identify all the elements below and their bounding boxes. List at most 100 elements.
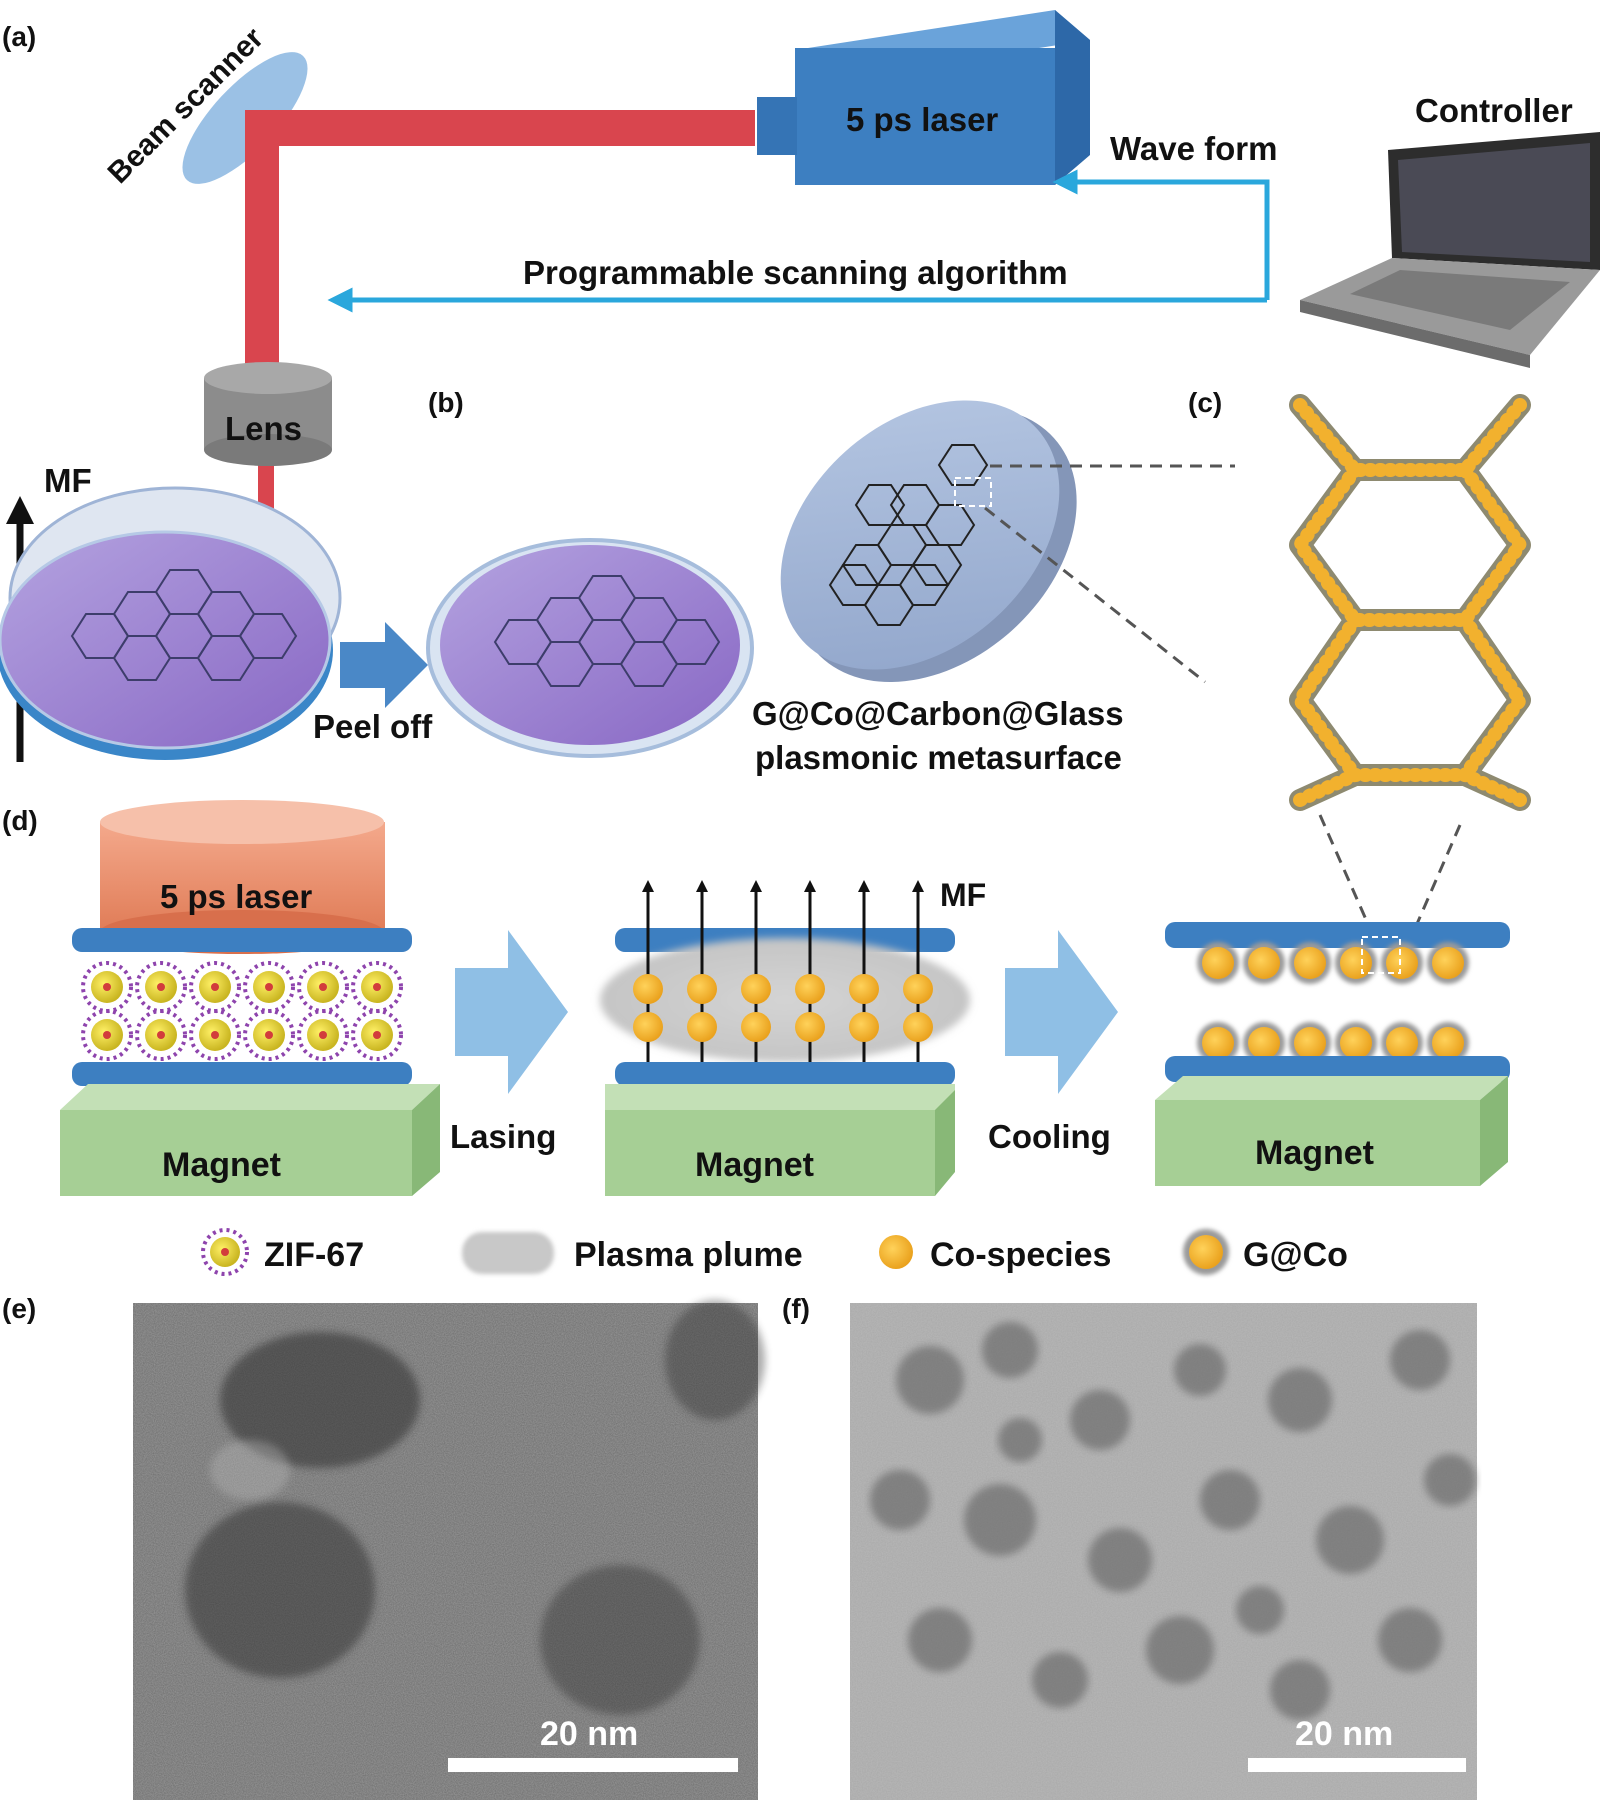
panel-label-b: (b) <box>428 387 464 418</box>
glass-metasurface <box>780 400 1077 682</box>
zoom-box-d <box>1361 936 1401 974</box>
g-co-particle <box>1243 1022 1285 1064</box>
particle-honeycomb <box>1289 394 1531 811</box>
panel-label-d: (d) <box>2 805 38 836</box>
peeled-film <box>426 538 754 758</box>
scale-bar-e <box>448 1758 738 1772</box>
laser-label: 5 ps laser <box>846 101 998 138</box>
g-co-particle <box>1289 942 1331 984</box>
g-co-particle <box>1335 1022 1377 1064</box>
peel-off-arrow <box>340 622 428 708</box>
laptop-icon <box>1300 132 1600 368</box>
g-co-particle <box>1289 1022 1331 1064</box>
cooling-label: Cooling <box>988 1118 1111 1155</box>
magnet-3 <box>1155 1076 1508 1186</box>
g-co-particles-bottom <box>1197 1022 1469 1064</box>
hexagon-pattern-dish-a <box>70 569 298 681</box>
panel-a: (a) Beam scanner 5 ps laser Controller W… <box>0 10 1600 762</box>
g-co-particle <box>1335 942 1377 984</box>
zoom-line-c-right <box>1408 824 1462 941</box>
nanoparticle-blob <box>896 1346 964 1414</box>
panel-d: (d) 5 ps laser Magnet Lasing MF <box>2 800 1510 1196</box>
mf-label: MF <box>44 462 92 499</box>
legend-co-species-label: Co-species <box>930 1236 1111 1274</box>
g-co-particles-top <box>1197 942 1469 984</box>
g-co-particle <box>1197 1022 1239 1064</box>
lens-label: Lens <box>225 410 302 447</box>
nanoparticle-blob <box>1200 1470 1260 1530</box>
petri-dish <box>0 486 342 760</box>
g-co-particle <box>1381 942 1423 984</box>
magnet-label-2: Magnet <box>695 1146 814 1184</box>
scale-label-e: 20 nm <box>540 1715 638 1753</box>
metasurface-label-2: plasmonic metasurface <box>755 739 1122 776</box>
magnet-1 <box>60 1084 440 1196</box>
nanoparticle-blob <box>1236 1586 1284 1634</box>
laser-label-d: 5 ps laser <box>160 878 312 915</box>
zif-67-particle <box>243 1009 295 1061</box>
lasing-label: Lasing <box>450 1118 556 1155</box>
nanoparticle-blob <box>1088 1528 1152 1592</box>
legend-gco-icon <box>1189 1235 1223 1269</box>
co-species-particle <box>633 974 663 1004</box>
magnet-label-1: Magnet <box>162 1146 281 1184</box>
g-co-particle <box>1427 1022 1469 1064</box>
algorithm-label: Programmable scanning algorithm <box>523 254 1068 291</box>
zif-67-particle <box>189 1009 241 1061</box>
nanoparticle-blob <box>1268 1368 1332 1432</box>
zoom-line-c-left <box>1318 814 1377 941</box>
zif-67-particle <box>81 961 133 1013</box>
zif-67-particle <box>351 1009 403 1061</box>
zif-67-particle <box>297 961 349 1013</box>
nanoparticle-blob <box>982 1322 1038 1378</box>
co-species-particle <box>633 1012 663 1042</box>
zif-67-particle <box>135 1009 187 1061</box>
zoom-box-b <box>954 477 992 507</box>
wave-form-label: Wave form <box>1110 130 1277 167</box>
legend-zif-icon <box>201 1228 249 1276</box>
zif-67-particle <box>81 1009 133 1061</box>
co-species-particle <box>687 974 717 1004</box>
legend-zif-label: ZIF-67 <box>264 1236 364 1274</box>
co-species-particle <box>687 1012 717 1042</box>
nanoparticle-blob <box>1424 1454 1476 1506</box>
zif-67-particle <box>297 1009 349 1061</box>
zif-67-particle <box>189 961 241 1013</box>
nanoparticle-blob <box>998 1418 1042 1462</box>
co-species-particle <box>903 974 933 1004</box>
nanoparticle-blob <box>1390 1330 1450 1390</box>
controller-label: Controller <box>1415 92 1573 129</box>
zif-67-particle <box>351 961 403 1013</box>
substrate-top-3 <box>1165 922 1510 948</box>
laser-beam-vertical <box>245 110 279 370</box>
panel-c: (c) <box>1188 387 1531 941</box>
nanoparticle-blob <box>964 1484 1036 1556</box>
substrate-top-1 <box>72 928 412 952</box>
zif-67-particle <box>135 961 187 1013</box>
magnet-label-3: Magnet <box>1255 1134 1374 1172</box>
nanoparticle-blob <box>870 1470 930 1530</box>
panel-label-e: (e) <box>2 1293 36 1324</box>
nanoparticle-blob <box>908 1608 972 1672</box>
nanoparticle-blob <box>1270 1660 1330 1720</box>
panel-e: (e) 20 nm <box>2 1293 765 1800</box>
panel-label-a: (a) <box>2 21 36 52</box>
co-species-particles <box>633 974 933 1042</box>
hexagon-pattern-film <box>493 575 721 687</box>
legend-plume-label: Plasma plume <box>574 1236 803 1274</box>
g-co-particle <box>1427 942 1469 984</box>
nanoparticle-blob <box>1174 1344 1226 1396</box>
substrate-bottom-3 <box>1165 1056 1510 1082</box>
panel-f: (f) 20 nm <box>782 1293 1477 1800</box>
cooling-arrow <box>1005 930 1118 1094</box>
mf-label-d: MF <box>940 877 986 913</box>
g-co-particle <box>1243 942 1285 984</box>
legend-plume-icon <box>462 1232 554 1274</box>
g-co-particle <box>1381 1022 1423 1064</box>
co-species-particle <box>741 1012 771 1042</box>
legend: ZIF-67 Plasma plume Co-species G@Co <box>201 1228 1348 1276</box>
substrate-bottom-2 <box>615 1062 955 1086</box>
scale-label-f: 20 nm <box>1295 1715 1393 1753</box>
magnet-2 <box>605 1084 955 1196</box>
